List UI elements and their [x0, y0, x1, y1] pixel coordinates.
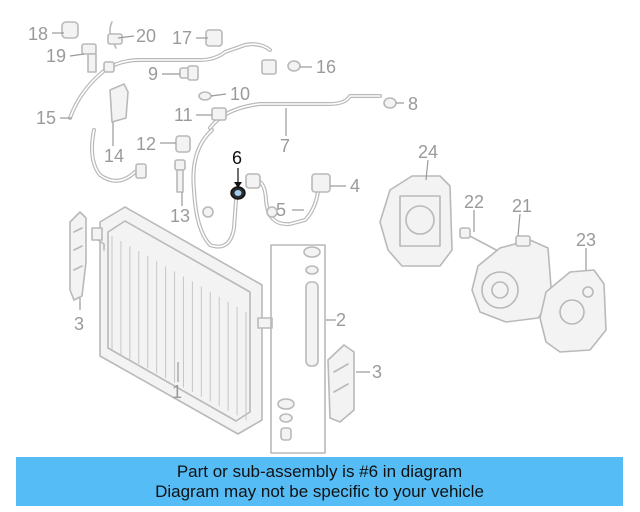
- callout-20: 20: [136, 26, 156, 46]
- callout-22: 22: [464, 192, 484, 212]
- callout-15: 15: [36, 108, 56, 128]
- oring-part-10[interactable]: [198, 91, 212, 101]
- oring-part-16[interactable]: [287, 60, 301, 72]
- cover-part[interactable]: [539, 269, 607, 353]
- callout-23: 23: [576, 230, 596, 250]
- compressor-part[interactable]: [471, 235, 553, 323]
- callout-21: 21: [512, 196, 532, 216]
- callout-labels: 18 19 20 17 16 9 10 11 8 7 12 15 14 6 13…: [28, 24, 596, 402]
- callout-2: 2: [336, 310, 346, 330]
- callout-6: 6: [232, 148, 242, 168]
- bracket-right-part[interactable]: [327, 344, 355, 423]
- callout-12: 12: [136, 134, 156, 154]
- valve-part-11[interactable]: [211, 107, 227, 121]
- compressor-housing-part[interactable]: [379, 175, 453, 267]
- condenser-part[interactable]: [91, 206, 273, 435]
- callout-19: 19: [46, 46, 66, 66]
- callout-5: 5: [276, 200, 286, 220]
- sensor-part-13[interactable]: [174, 159, 186, 193]
- callout-4: 4: [350, 176, 360, 196]
- callout-1: 1: [172, 382, 182, 402]
- callout-11: 11: [174, 105, 193, 125]
- callout-7: 7: [280, 136, 290, 156]
- cap-part-18[interactable]: [61, 21, 79, 39]
- callout-8: 8: [408, 94, 418, 114]
- oring-part-6-highlighted[interactable]: [230, 186, 246, 200]
- callout-16: 16: [316, 57, 336, 77]
- callout-13: 13: [170, 206, 190, 226]
- callout-9: 9: [148, 64, 158, 84]
- callout-14: 14: [104, 146, 124, 166]
- callout-24: 24: [418, 142, 438, 162]
- parts-diagram: 18 19 20 17 16 9 10 11 8 7 12 15 14 6 13…: [28, 21, 607, 454]
- callout-3-right: 3: [372, 362, 382, 382]
- callout-17: 17: [172, 28, 192, 48]
- receiver-drier-part[interactable]: [270, 244, 326, 454]
- banner-line-1: Part or sub-assembly is #6 in diagram: [176, 461, 463, 481]
- valve-part-20[interactable]: [107, 21, 123, 49]
- banner-line-2: Diagram may not be specific to your vehi…: [155, 481, 484, 501]
- callout-18: 18: [28, 24, 48, 44]
- bracket-left-part[interactable]: [69, 211, 105, 301]
- bolt-part[interactable]: [459, 227, 501, 253]
- oring-part-8[interactable]: [383, 97, 397, 109]
- callout-3-left: 3: [74, 314, 84, 334]
- sensor-part-19[interactable]: [81, 43, 97, 73]
- info-banner: Part or sub-assembly is #6 in diagram Di…: [16, 457, 623, 506]
- callout-10: 10: [230, 84, 250, 104]
- switch-part-9[interactable]: [179, 65, 199, 81]
- valve-part-17[interactable]: [205, 29, 223, 47]
- bracket-part-14[interactable]: [109, 83, 129, 123]
- leader-lines: [52, 32, 587, 382]
- cap-part-12[interactable]: [175, 135, 191, 153]
